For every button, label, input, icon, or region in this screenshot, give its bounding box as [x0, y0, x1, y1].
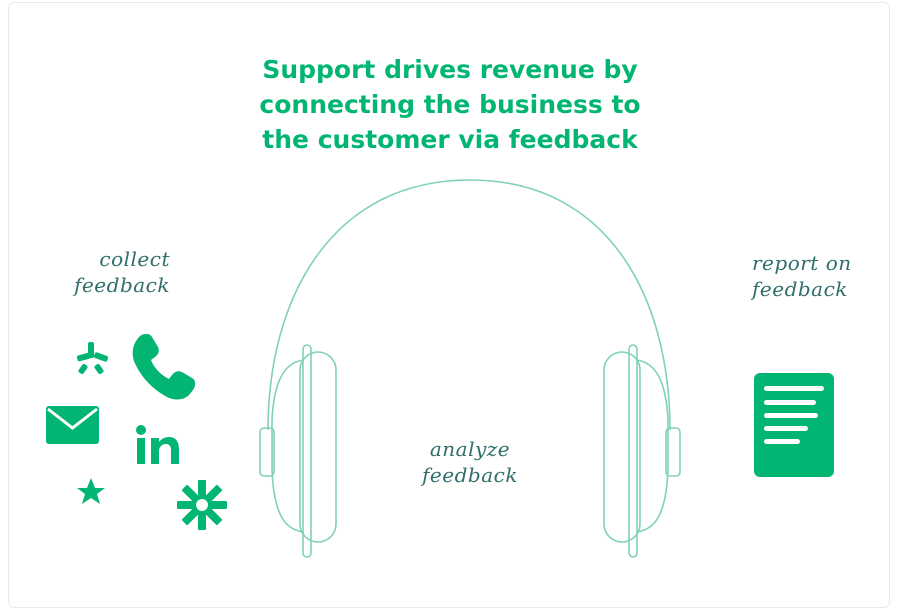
title-line-3: the customer via feedback	[262, 125, 638, 154]
analyze-label-line-2: feedback	[422, 463, 518, 487]
yelp-icon	[76, 342, 109, 375]
diagram-title: Support drives revenue by connecting the…	[150, 52, 750, 157]
analyze-feedback-label: analyze feedback	[410, 436, 530, 488]
headphones-icon	[259, 179, 681, 558]
title-line-1: Support drives revenue by	[262, 55, 638, 84]
report-feedback-label: report on feedback	[752, 250, 862, 302]
report-label-line-1: report on	[752, 251, 852, 275]
phone-icon	[132, 333, 196, 400]
collect-feedback-label: collect feedback	[72, 246, 170, 298]
diagram-card	[8, 2, 890, 608]
title-line-2: connecting the business to	[259, 90, 641, 119]
zapier-icon	[177, 480, 227, 530]
report-document-icon	[754, 373, 834, 477]
report-label-line-2: feedback	[752, 277, 848, 301]
linkedin-icon	[136, 425, 179, 464]
star-icon	[77, 478, 105, 504]
analyze-label-line-1: analyze	[429, 437, 511, 461]
collect-label-line-2: feedback	[74, 273, 170, 297]
collect-label-line-1: collect	[99, 247, 170, 271]
mail-icon	[46, 406, 99, 444]
